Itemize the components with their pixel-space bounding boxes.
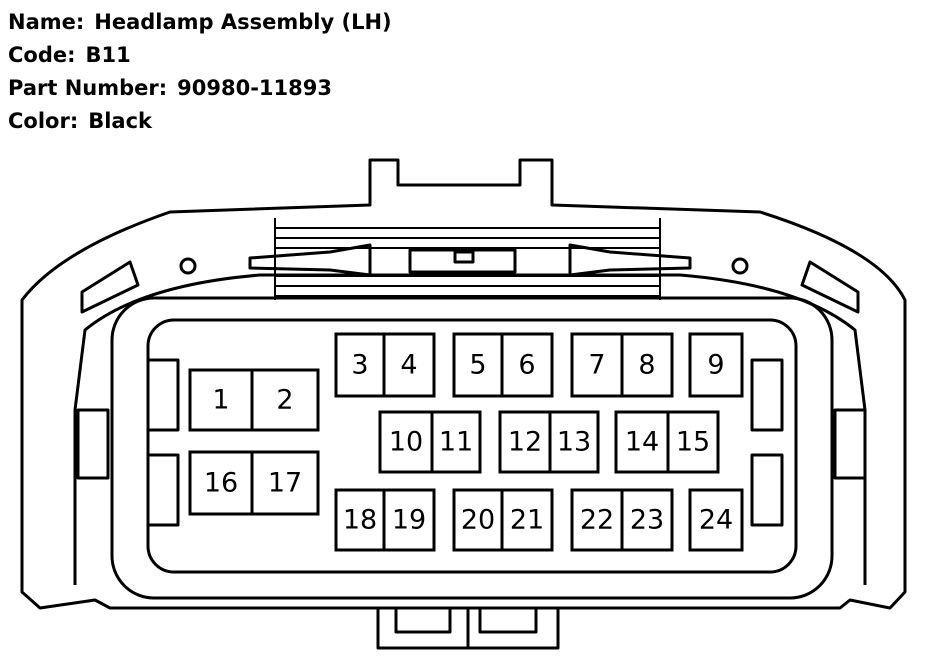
lock-tab: [408, 248, 517, 274]
face-frame-outer: [110, 296, 834, 600]
pin-cavity-21: [500, 488, 554, 552]
latch-left: [248, 243, 372, 277]
guide-right-upper: [750, 358, 784, 432]
pin-cavity-23: [620, 488, 674, 552]
pin-cavity-4: [382, 332, 436, 398]
pin-label-11: 11: [439, 427, 473, 458]
pin-cavity-11: [430, 410, 482, 474]
pin-cavity-19: [382, 488, 436, 552]
pin-cavity-17: [250, 450, 320, 516]
pin-label-21: 21: [510, 505, 544, 536]
side-tab-left: [76, 408, 110, 480]
pin-label-6: 6: [518, 350, 535, 381]
pin-label-7: 7: [588, 350, 605, 381]
pin-label-22: 22: [580, 505, 614, 536]
pin-label-9: 9: [707, 350, 724, 381]
color-row: Color: Black: [8, 105, 392, 138]
name-value: Headlamp Assembly (LH): [94, 10, 392, 34]
lock-ribs: [274, 218, 661, 300]
pin-cavity-24: [688, 488, 744, 552]
code-label: Code:: [8, 43, 76, 67]
pin-cavity-9: [688, 332, 744, 398]
pin-cavity-8: [620, 332, 674, 398]
part-number-value: 90980-11893: [177, 76, 332, 100]
name-row: Name: Headlamp Assembly (LH): [8, 6, 392, 39]
pin-label-23: 23: [630, 505, 664, 536]
part-number-row: Part Number: 90980-11893: [8, 72, 392, 105]
code-row: Code: B11: [8, 39, 392, 72]
bottom-tab-left: [376, 608, 470, 650]
pin-cavity-6: [500, 332, 554, 398]
pin-label-17: 17: [268, 468, 302, 499]
pin-label-24: 24: [699, 505, 733, 536]
latch-right: [568, 243, 692, 277]
pin-label-18: 18: [343, 505, 377, 536]
color-label: Color:: [8, 109, 79, 133]
pin-label-4: 4: [400, 350, 417, 381]
hole-left: [179, 257, 197, 275]
name-label: Name:: [8, 10, 85, 34]
pin-cavity-2: [250, 368, 320, 432]
guide-left-lower: [146, 453, 180, 527]
housing-outline: [20, 158, 907, 610]
wing-right: [800, 260, 860, 314]
pin-label-2: 2: [276, 385, 293, 416]
pin-label-1: 1: [212, 385, 229, 416]
pin-label-13: 13: [557, 427, 591, 458]
pin-label-5: 5: [469, 350, 486, 381]
pin-label-19: 19: [392, 505, 426, 536]
wing-left: [80, 260, 140, 314]
pin-label-20: 20: [461, 505, 495, 536]
pin-cavity-13: [548, 410, 600, 474]
connector-info: Name: Headlamp Assembly (LH) Code: B11 Par…: [8, 6, 392, 138]
bottom-tab-right: [466, 608, 560, 650]
face-frame-inner: [146, 318, 798, 574]
pin-label-12: 12: [508, 427, 542, 458]
pin-label-14: 14: [625, 427, 659, 458]
code-value: B11: [85, 43, 131, 67]
pin-label-8: 8: [638, 350, 655, 381]
pin-label-16: 16: [204, 468, 238, 499]
pin-cavity-15: [666, 410, 720, 474]
pin-label-15: 15: [676, 427, 710, 458]
part-number-label: Part Number:: [8, 76, 168, 100]
hole-right: [731, 257, 749, 275]
lock-slot: [453, 250, 475, 264]
guide-left-upper: [146, 358, 180, 432]
pin-label-3: 3: [351, 350, 368, 381]
side-tab-right: [833, 408, 867, 480]
pin-label-10: 10: [389, 427, 423, 458]
color-value: Black: [88, 109, 153, 133]
guide-right-lower: [750, 453, 784, 527]
